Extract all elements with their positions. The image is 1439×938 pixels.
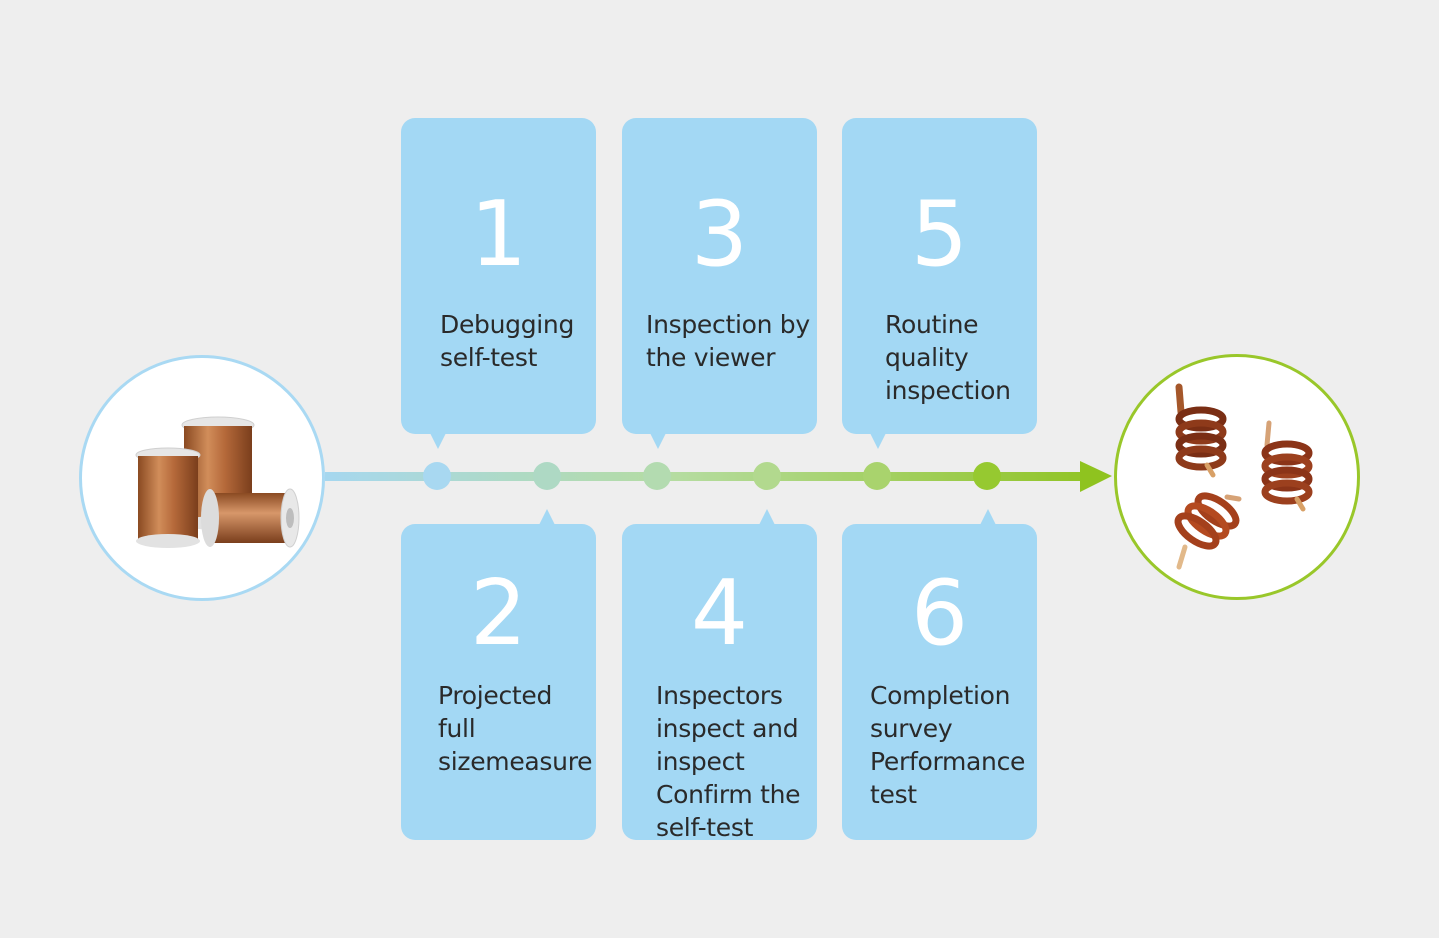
step-card-5: 5 Routine quality inspection — [842, 118, 1037, 434]
step-card-4: 4 Inspectors inspect and inspect Confirm… — [622, 524, 817, 842]
timeline-arrowhead — [1080, 461, 1112, 492]
step-card-6-pointer — [980, 509, 996, 525]
timeline-node-3 — [643, 462, 671, 490]
step-label-2: Projected full sizemeasure — [438, 681, 593, 776]
step-card-1: 1 Debugging self-test — [401, 118, 596, 434]
start-circle — [79, 355, 325, 601]
timeline-node-4 — [753, 462, 781, 490]
step-label-3: Inspection by the viewer — [646, 310, 810, 372]
step-number-3: 3 — [690, 182, 749, 287]
air-core-coils-icon — [1174, 383, 1313, 570]
step-label-5: Routine quality inspection — [885, 310, 1011, 405]
step-number-4: 4 — [690, 561, 749, 666]
end-circle — [1114, 354, 1360, 600]
step-card-5-pointer — [870, 433, 886, 449]
step-number-5: 5 — [910, 182, 969, 287]
timeline-line — [325, 472, 1085, 481]
timeline-node-5 — [863, 462, 891, 490]
step-label-4: Inspectors inspect and inspect Confirm t… — [656, 681, 801, 842]
step-card-2-pointer — [539, 509, 555, 525]
step-card-3-pointer — [650, 433, 666, 449]
step-number-1: 1 — [469, 182, 528, 287]
step-card-6: 6 Completion survey Performance test — [842, 524, 1037, 840]
step-card-2: 2 Projected full sizemeasure — [401, 524, 596, 840]
timeline-node-6 — [973, 462, 1001, 490]
copper-wire-spools-icon — [135, 416, 300, 548]
timeline-node-2 — [533, 462, 561, 490]
step-number-6: 6 — [910, 561, 969, 666]
step-card-1-pointer — [430, 433, 446, 449]
step-card-3: 3 Inspection by the viewer — [622, 118, 817, 434]
step-label-1: Debugging self-test — [440, 310, 575, 372]
step-number-2: 2 — [469, 561, 528, 666]
step-card-4-pointer — [759, 509, 775, 525]
step-label-6: Completion survey Performance test — [870, 681, 1026, 809]
timeline-node-1 — [423, 462, 451, 490]
